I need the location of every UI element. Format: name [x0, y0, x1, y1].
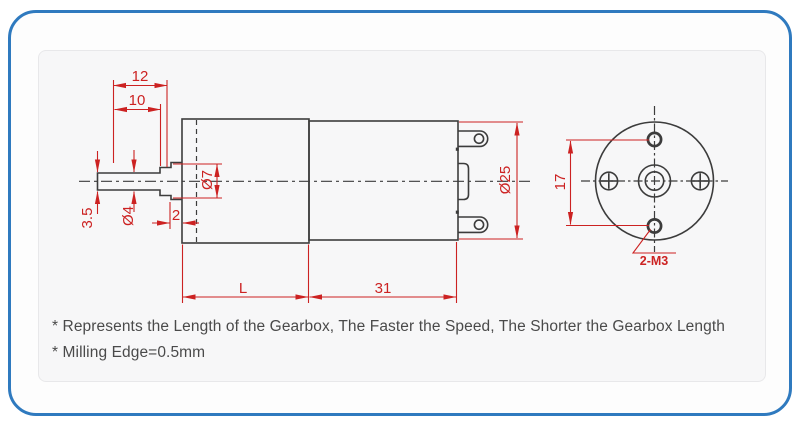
output-shaft: [96, 161, 182, 201]
dim-shaft-overall-length: 12: [132, 68, 149, 85]
dim-motor-length: 31: [375, 280, 392, 297]
rear-tick-top: [455, 147, 459, 151]
dim-shaft-flat-height: 3.5: [79, 208, 96, 229]
shaft-hub-inner: [644, 171, 665, 192]
motor-face-outline: [594, 121, 715, 241]
screw-right: [690, 171, 710, 191]
dim-shaft-flat-length: 10: [129, 92, 146, 109]
dim-boss-diameter: Ø7: [199, 170, 216, 190]
terminal-bottom-hole: [473, 219, 485, 231]
dim-motor-diameter: Ø25: [497, 166, 514, 194]
dim-shaft-diameter: Ø4: [120, 206, 137, 226]
note-gearbox-length: * Represents the Length of the Gearbox, …: [52, 318, 725, 335]
rear-bearing-bump: [458, 162, 470, 201]
label-mounting-holes: 2-M3: [640, 254, 669, 268]
front-view: 17 2-M3: [552, 106, 728, 268]
terminal-top-hole: [473, 133, 485, 145]
terminal-top: [458, 130, 489, 148]
side-view: 12 10 3.5 Ø4 Ø7 2 Ø25 L 31: [79, 68, 532, 303]
terminal-bottom: [458, 216, 489, 234]
dim-gearbox-length: L: [239, 280, 247, 297]
dim-boss-length: 2: [172, 207, 180, 224]
rear-tick-bottom: [455, 210, 459, 214]
dim-hole-spacing: 17: [552, 174, 569, 191]
drawing-panel: [38, 50, 766, 382]
motor-body: [308, 120, 459, 241]
shaft-hub-outer: [637, 164, 672, 198]
screw-left: [599, 171, 619, 191]
note-milling-edge: * Milling Edge=0.5mm: [52, 344, 206, 361]
